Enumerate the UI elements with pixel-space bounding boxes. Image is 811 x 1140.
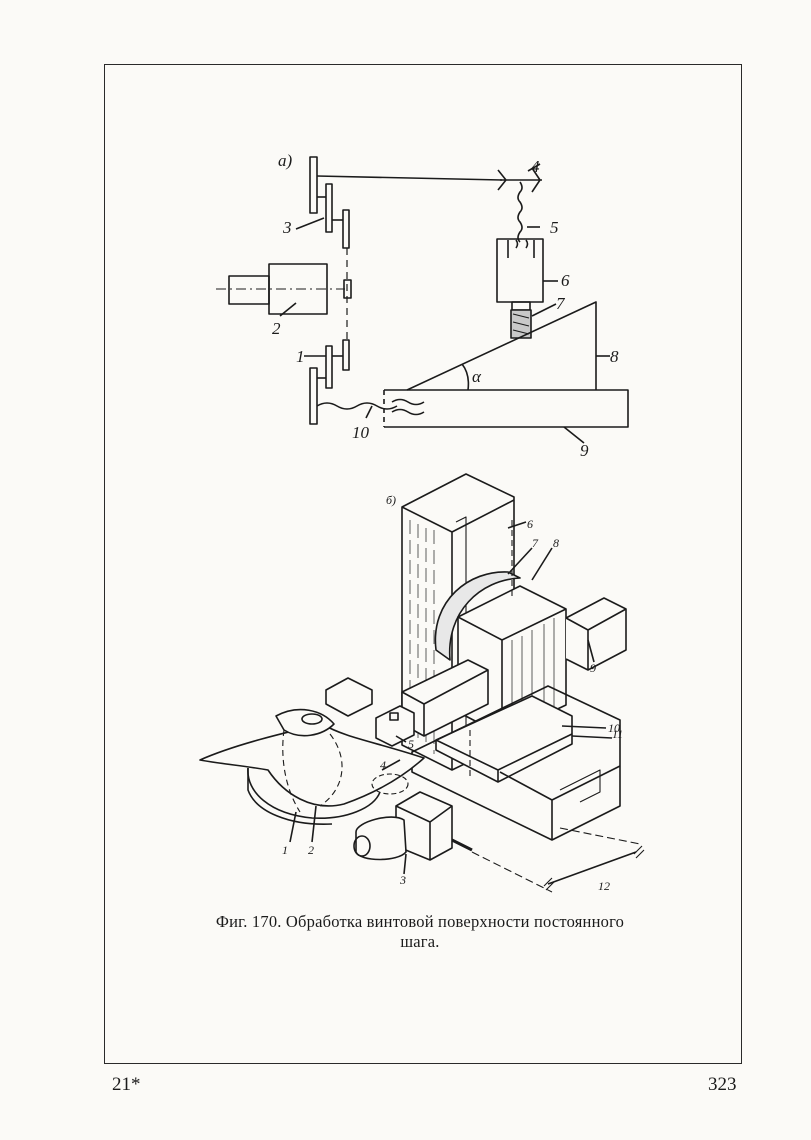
gear-3a [310,157,317,213]
label-a-8: 8 [610,347,619,366]
page-number: 323 [708,1074,737,1096]
schematic-a [216,157,628,443]
label-a-2: 2 [272,319,281,338]
dimension-12 [548,852,636,884]
incline-ruler-8 [407,302,596,390]
label-b-2: 2 [308,843,314,857]
figure-caption: Фиг. 170. Обработка винтовой поверхности… [150,912,690,952]
motor-3 [356,817,406,859]
label-b-1: 1 [282,843,288,857]
label-b-12: 12 [598,879,610,893]
caption-line-2: шага. [150,932,690,952]
lead-screw-10 [317,403,397,409]
label-a-6: 6 [561,271,570,290]
label-a-7: 7 [556,294,566,313]
label-a-3: 3 [282,218,292,237]
panel-label-b: б) [386,493,396,507]
gear-1a [343,340,349,370]
label-a-5: 5 [550,218,559,237]
gear-3c [343,210,349,248]
isometric-b [200,474,644,892]
table-9 [384,390,628,427]
label-b-11: 11 [612,727,623,741]
panel-label-a: а) [278,151,293,170]
flex-shaft-5 [518,182,522,242]
label-b-9: 9 [590,661,596,675]
gear-3b [326,184,332,232]
label-a-4: 4 [531,157,540,176]
angle-arc [462,364,468,390]
caption-line-1: Фиг. 170. Обработка винтовой поверхности… [150,912,690,932]
label-a-alpha: α [472,367,482,386]
bar-9 [566,598,626,670]
label-a-10: 10 [352,423,370,442]
label-b-8: 8 [553,536,559,550]
gear-1b [326,346,332,388]
motor-2-shaft-end [229,276,269,304]
label-b-4: 4 [380,758,386,772]
label-b-5: 5 [408,737,414,751]
label-b-7: 7 [532,536,539,550]
label-a-9: 9 [580,441,589,460]
signature-mark: 21* [112,1074,141,1096]
gear-1c [310,368,317,424]
label-b-6: 6 [527,517,533,531]
spindle-motor-6 [497,239,543,302]
label-b-3: 3 [399,873,406,887]
label-a-1: 1 [296,347,305,366]
